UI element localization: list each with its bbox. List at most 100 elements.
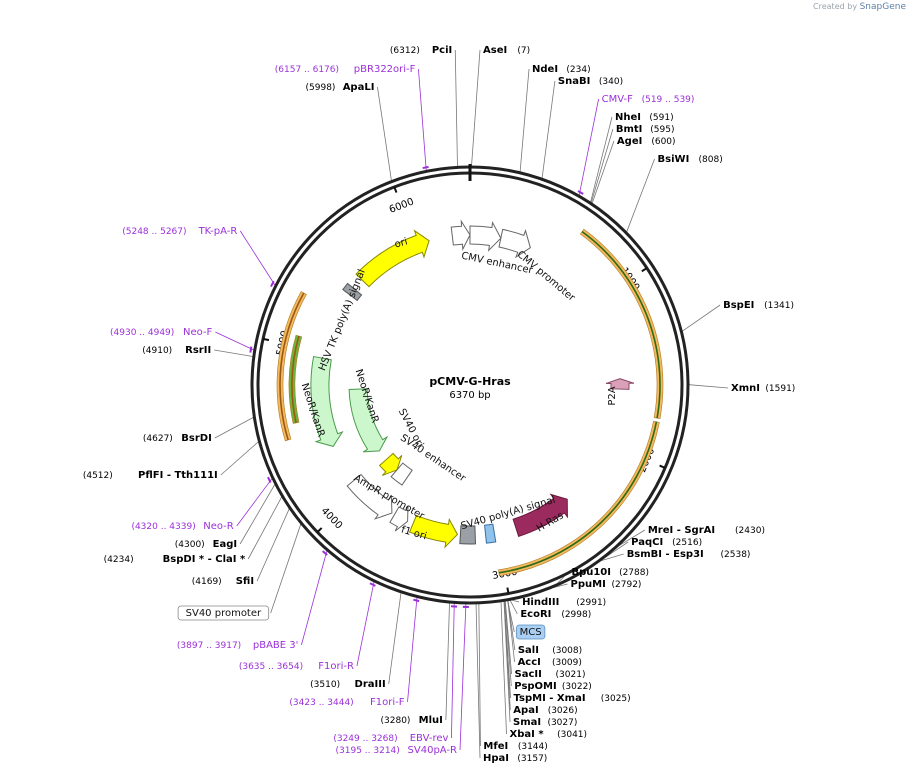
enzyme-site-agei[interactable]: AgeI(600) [617,136,676,147]
enzyme-site-xbai[interactable]: XbaI *(3041) [510,729,588,740]
enzyme-position: (2792) [612,580,642,590]
enzyme-site-mfei[interactable]: MfeI (3144) [483,741,547,752]
enzyme-site-mlui[interactable]: MluI(3280) [381,715,443,726]
feature-tag-box [515,624,546,640]
primer-cmv-f[interactable]: CMV-F(519 .. 539) [602,94,695,105]
enzyme-site-paqci[interactable]: PaqCI(2516) [631,537,702,548]
enzyme-site-bsiwi[interactable]: BsiWI(808) [658,154,723,165]
enzyme-position: (3026) [548,706,578,716]
enzyme-site-eagi[interactable]: EagI(4300) [175,539,237,550]
enzyme-site-sacii[interactable]: SacII (3021) [515,669,586,680]
feature-sv40-ori-arrow[interactable] [378,452,403,476]
outer-feature-arcs [276,228,664,577]
enzyme-site-bspei[interactable]: BspEI(1341) [723,300,794,311]
primer-tk-pa-r[interactable]: TK-pA-R(5248 .. 5267) [122,226,237,237]
enzyme-site-acci[interactable]: AccI(3009) [518,657,582,668]
enzyme-site-rsrii[interactable]: RsrII(4910) [142,345,211,356]
primer-site-mark [422,165,429,170]
feature-sv40-enhancer-block[interactable] [390,462,413,486]
primer-neo-r[interactable]: Neo-R(4320 .. 4339) [131,521,233,532]
primer-sv40pa-r[interactable]: SV40pA-R(3195 .. 3214) [336,745,458,756]
enzyme-site-bspdi-clai[interactable]: BspDI * - ClaI *(4234) [104,554,246,565]
feature-tag-sv40-promoter[interactable]: SV40 promoter [177,605,270,621]
enzyme-site-sfii[interactable]: SfiI(4169) [192,576,254,587]
enzyme-site-mrei-sgrai[interactable]: MreI - SgrAI(2430) [648,525,765,536]
primer-neo-f[interactable]: Neo-F(4930 .. 4949) [110,327,213,338]
primer-f1ori-r[interactable]: F1ori-R(3635 .. 3654) [239,661,354,672]
tick-label: 6000 [388,196,416,215]
enzyme-site-bpu10i[interactable]: Bpu10I (2788) [571,567,649,578]
enzyme-site-sali[interactable]: SalI(3008) [518,645,582,656]
leader-line [511,599,520,603]
feature-cmv-promoter-arrow[interactable] [498,228,531,259]
enzyme-name: MfeI [483,741,508,752]
enzyme-name: NdeI [532,64,558,75]
enzyme-site-ndei[interactable]: NdeI(234) [532,64,591,75]
enzyme-site-pflfi-tth111i[interactable]: PflFI - Tth111I(4512) [83,470,218,481]
leader-line [236,478,273,527]
enzyme-position: (2430) [735,526,765,536]
enzyme-site-hpai[interactable]: HpaI(3157) [483,753,547,764]
enzyme-site-apai[interactable]: ApaI (3026) [513,705,577,716]
enzyme-site-tspmi-xmai[interactable]: TspMI - XmaI(3025) [514,693,631,704]
enzyme-site-bsmbi-esp3i[interactable]: BsmBI - Esp3I(2538) [627,549,751,560]
primer-name: CMV-F [602,94,633,105]
enzyme-position: (2788) [619,568,649,578]
enzyme-site-pspomi[interactable]: PspOMI(3022) [514,681,592,692]
enzyme-site-asei[interactable]: AseI(7) [483,45,530,56]
enzyme-position: (4234) [104,555,134,565]
feature-ori-arrow[interactable] [355,229,430,288]
enzyme-site-snabi[interactable]: SnaBI(340) [558,76,623,87]
enzyme-site-bsrdi[interactable]: BsrDI(4627) [143,433,212,444]
enzyme-site-pcii[interactable]: PciI(6312) [390,45,452,56]
leader-line [356,581,375,667]
feature-p2a-arrow[interactable] [605,378,635,390]
feature-element-block[interactable] [459,525,477,545]
leader-line [239,484,276,545]
feature-cmv-enhancer-arrow[interactable] [450,219,471,252]
enzyme-site-bmti[interactable]: BmtI(595) [616,124,675,135]
leader-line [475,603,481,759]
enzyme-name: Bpu10I [571,567,611,578]
primer-ebv-rev[interactable]: EBV-rev(3249 .. 3268) [333,733,448,744]
feature-f1-ori-arrow[interactable] [408,514,459,549]
enzyme-name: XmnI [731,383,760,394]
feature-h-ras-arrow[interactable] [512,493,568,538]
enzyme-name: EagI [213,539,237,550]
enzyme-position: (3021) [556,670,586,680]
enzyme-site-ecori[interactable]: EcoRI(2998) [520,609,591,620]
enzyme-site-hindiii[interactable]: HindIII(2991) [522,597,606,608]
enzyme-position: (4910) [142,346,172,356]
enzyme-name: BsmBI - Esp3I [627,549,704,560]
enzyme-position: (3025) [601,694,631,704]
enzyme-position: (6312) [390,46,420,56]
primer-range: (3249 .. 3268) [333,734,397,744]
feature-ampr-promoter-arrow[interactable] [346,473,393,520]
enzyme-site-ppumi[interactable]: PpuMI(2792) [571,579,642,590]
leader-line [407,597,418,703]
plasmid-length: 6370 bp [449,390,490,401]
feature-hsv-tk-poly-a-signal-block[interactable] [342,282,363,302]
enzyme-site-apali[interactable]: ApaLI(5998) [306,82,375,93]
primer-f1ori-f[interactable]: F1ori-F(3423 .. 3444) [289,697,404,708]
enzyme-site-draiii[interactable]: DraIII(3510) [310,679,386,690]
feature-tag-mcs[interactable]: MCS [515,624,546,640]
primer-pbabe-3[interactable]: pBABE 3'(3897 .. 3917) [177,640,298,651]
enzyme-site-nhei[interactable]: NheI(591) [615,112,674,123]
enzyme-position: (3144) [518,742,548,752]
feature-cmv-enhancer-arrow[interactable] [469,220,502,252]
feature-label-sv40-enhancer: SV40 enhancer [398,433,468,485]
enzyme-name: SacII [515,669,542,680]
feature-neor-kanr-arrow[interactable] [310,355,344,447]
enzyme-site-xmni[interactable]: XmnI(1591) [731,383,795,394]
feature-ampr-promoter-arrow[interactable] [389,505,409,532]
enzyme-site-smai[interactable]: SmaI(3027) [513,717,577,728]
leader-line [688,384,729,389]
enzyme-name: DraIII [355,679,386,690]
primer-pbr322ori-f[interactable]: pBR322ori-F(6157 .. 6176) [275,64,416,75]
enzyme-name: ApaI [513,705,538,716]
feature-sv40-poly-a-signal-block[interactable] [484,523,497,544]
feature-neor-kanr-arrow[interactable] [348,388,389,453]
enzyme-position: (7) [517,46,530,56]
enzyme-name: BspEI [723,300,754,311]
